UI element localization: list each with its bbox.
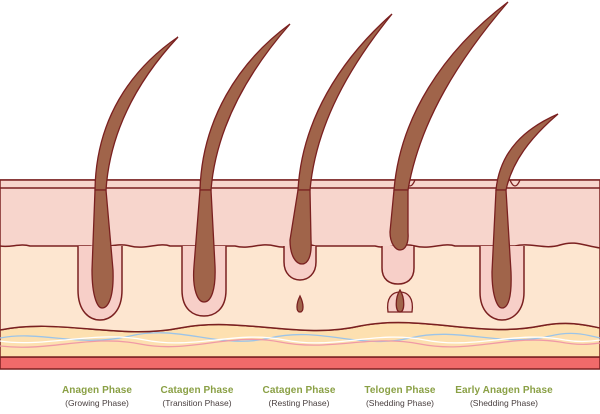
phase-label-2: Catagen Phase (Transition Phase) bbox=[137, 386, 257, 408]
skin-cross-section bbox=[0, 1, 600, 370]
follicle-early-anagen bbox=[479, 113, 559, 321]
phase-name: Anagen Phase bbox=[61, 385, 133, 396]
follicle-catagen-resting bbox=[283, 13, 393, 313]
hair-shaft bbox=[297, 13, 393, 191]
phase-name: Catagen Phase bbox=[262, 385, 336, 396]
hair-shaft bbox=[393, 1, 509, 191]
phase-subtitle: (Shedding Phase) bbox=[469, 398, 539, 408]
dermis-layer bbox=[0, 239, 600, 333]
phase-name: Telogen Phase bbox=[364, 385, 436, 396]
phase-name: Catagen Phase bbox=[160, 385, 234, 396]
hair-bulb bbox=[491, 189, 512, 309]
phase-label-1: Anagen Phase (Growing Phase) bbox=[37, 386, 157, 408]
phase-labels: Anagen Phase (Growing Phase) Catagen Pha… bbox=[0, 386, 600, 414]
phase-subtitle: (Growing Phase) bbox=[65, 398, 129, 408]
phase-label-5: Early Anagen Phase (Shedding Phase) bbox=[444, 386, 564, 408]
phase-name: Early Anagen Phase bbox=[455, 385, 553, 396]
hair-shaft bbox=[94, 36, 179, 191]
hair-bulb bbox=[289, 189, 312, 265]
phase-label-4: Telogen Phase (Shedding Phase) bbox=[340, 386, 460, 408]
blood-vessel-white bbox=[0, 336, 600, 344]
phase-label-3: Catagen Phase (Resting Phase) bbox=[239, 386, 359, 408]
follicle-sheath bbox=[381, 246, 415, 285]
dermal-papilla bbox=[296, 294, 304, 313]
phase-subtitle: (Shedding Phase) bbox=[365, 398, 435, 408]
hair-shaft bbox=[495, 113, 559, 191]
blood-vessel-pink bbox=[0, 338, 600, 348]
base-band bbox=[0, 356, 600, 370]
phase-subtitle: (Transition Phase) bbox=[162, 398, 232, 408]
phase-subtitle: (Resting Phase) bbox=[268, 398, 330, 408]
new-germ bbox=[395, 288, 405, 313]
hair-bulb bbox=[91, 189, 114, 309]
follicle-catagen-transition bbox=[181, 23, 291, 317]
follicle-telogen bbox=[381, 1, 509, 313]
hair-shaft bbox=[199, 23, 291, 191]
hair-bulb bbox=[389, 189, 409, 251]
hair-bulb bbox=[192, 189, 216, 303]
follicle-anagen bbox=[77, 36, 179, 321]
